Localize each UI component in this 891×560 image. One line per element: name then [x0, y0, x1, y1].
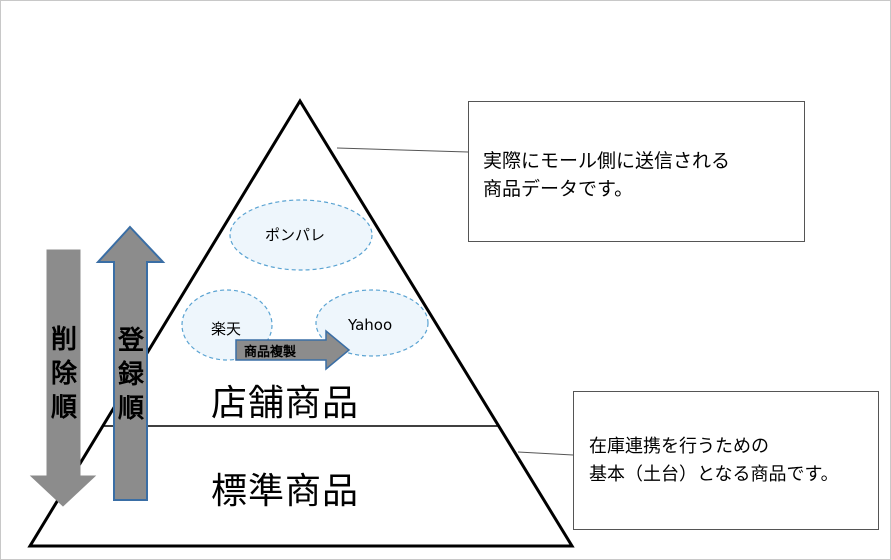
ponpare-label: ポンパレ	[265, 226, 326, 244]
yahoo-ellipse	[315, 289, 429, 357]
note-mall-data: 実際にモール側に送信される 商品データです。	[468, 101, 805, 242]
note-mall-data-line2: 商品データです。	[483, 178, 634, 200]
rakuten-label: 楽天	[211, 320, 242, 338]
product-copy-label: 商品複製	[244, 345, 297, 360]
standard-products-label: 標準商品	[211, 471, 360, 512]
register-order-char: 順	[117, 394, 144, 424]
register-order-char: 登	[117, 326, 144, 356]
yahoo-label: Yahoo	[348, 316, 393, 334]
delete-order-char: 除	[50, 359, 77, 389]
callout-line-top	[336, 147, 469, 153]
note-base-product-line1: 在庫連携を行うための	[589, 436, 769, 457]
note-mall-data-line1: 実際にモール側に送信される	[483, 150, 731, 172]
product-copy-arrow	[235, 329, 351, 371]
register-order-label: 登 録 順	[113, 324, 149, 426]
delete-order-char: 削	[50, 325, 77, 355]
delete-order-label: 削 除 順	[46, 323, 82, 425]
note-base-product: 在庫連携を行うための 基本（土台）となる商品です。	[573, 391, 879, 530]
store-products-label: 店舗商品	[211, 383, 360, 424]
register-order-char: 録	[117, 360, 144, 390]
delete-order-char: 順	[50, 393, 77, 423]
register-order-arrow	[95, 225, 166, 501]
ponpare-ellipse	[229, 199, 373, 271]
callout-line-bottom	[517, 451, 574, 456]
pyramid-triangle	[27, 98, 575, 548]
delete-order-arrow	[29, 249, 97, 507]
note-base-product-line2: 基本（土台）となる商品です。	[589, 464, 839, 485]
